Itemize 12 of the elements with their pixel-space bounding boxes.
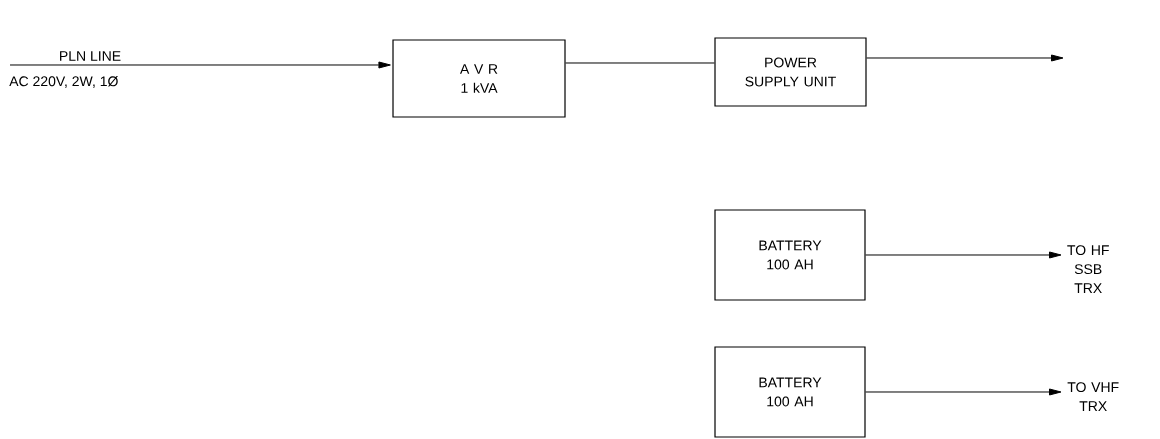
edge-label: PLN LINE — [60, 51, 121, 61]
destination-text: TO VHF TRX — [1067, 382, 1119, 411]
block-box: POWER SUPPLY UNIT — [714, 37, 867, 107]
arrow — [865, 251, 1062, 259]
block-box: A V R 1 kVA — [392, 39, 566, 118]
arrow — [866, 54, 1064, 62]
block-box: BATTERY 100 AH — [714, 209, 866, 301]
block-box: BATTERY 100 AH — [714, 346, 866, 438]
arrow — [9, 61, 391, 69]
destination-text: TO HF SSB TRX — [1067, 245, 1109, 293]
line-spec-text: AC 220V, 2W, 1Ø — [9, 76, 118, 88]
arrow — [865, 388, 1062, 396]
